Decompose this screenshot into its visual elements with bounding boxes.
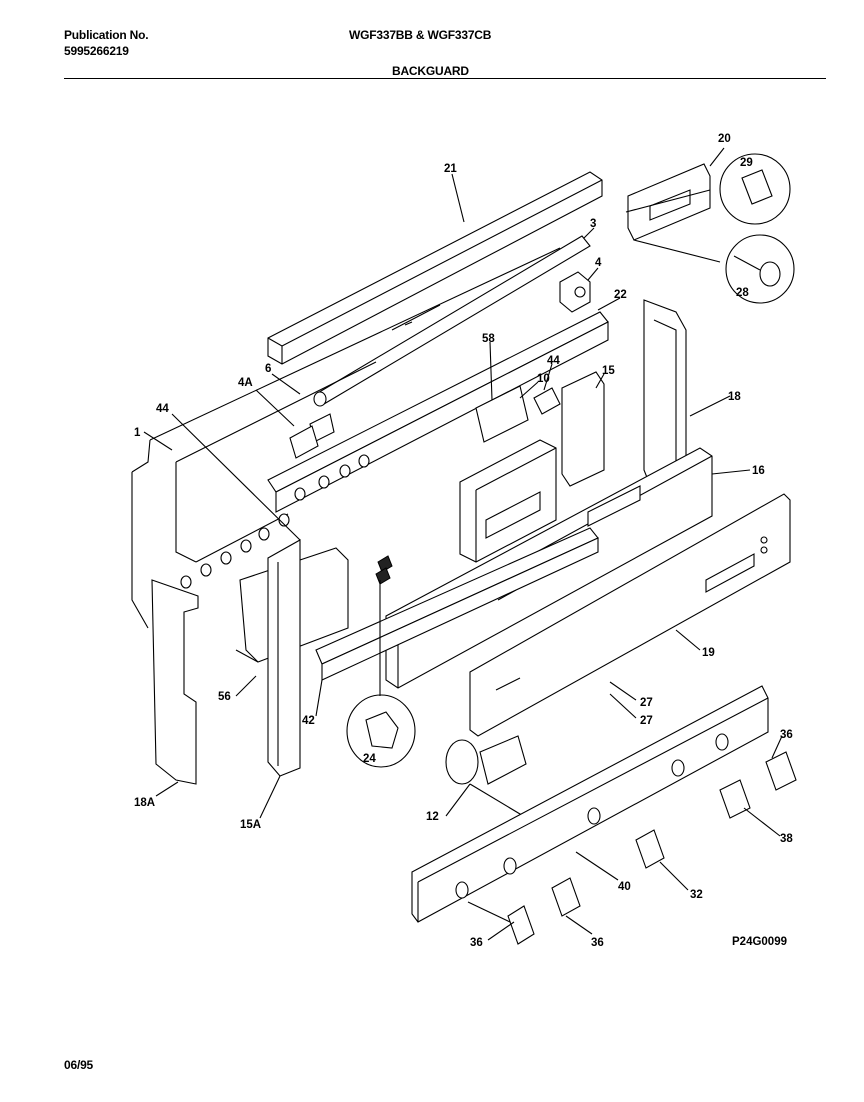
footer-date: 06/95 — [64, 1058, 94, 1072]
header-rule — [64, 78, 826, 79]
drawing-code: P24G0099 — [732, 936, 787, 948]
callout-42: 42 — [302, 715, 315, 727]
callout-32: 32 — [690, 889, 703, 901]
callout-27: 27 — [640, 697, 653, 709]
section-title: BACKGUARD — [392, 64, 469, 78]
knob-detail-28 — [725, 234, 795, 304]
callout-6: 6 — [265, 363, 271, 375]
overlay-19 — [469, 493, 791, 737]
callout-38: 38 — [780, 833, 793, 845]
knob-detail-29 — [719, 153, 791, 225]
callout-3: 3 — [590, 218, 596, 230]
callout-15a: 15A — [240, 819, 261, 831]
callout-27: 27 — [640, 715, 653, 727]
publication-label: Publication No. — [64, 28, 149, 42]
backguard-panel-1 — [131, 247, 561, 629]
top-trim-21 — [267, 171, 603, 365]
callout-24: 24 — [363, 753, 376, 765]
callout-labels: 21 20 29 3 4 28 22 58 44 10 15 6 4A 44 1… — [134, 133, 793, 949]
channel-42 — [315, 527, 599, 681]
callout-12: 12 — [426, 811, 439, 823]
callout-36: 36 — [780, 729, 793, 741]
callout-15: 15 — [602, 365, 615, 377]
lamp-socket-6 — [289, 413, 335, 459]
callout-4a: 4A — [238, 377, 253, 389]
end-cap-18a — [151, 579, 199, 785]
callout-4: 4 — [595, 257, 602, 269]
callout-16: 16 — [752, 465, 765, 477]
lamp-socket-4 — [559, 271, 591, 313]
side-bracket-15 — [533, 371, 605, 487]
publication-number: 5995266219 — [64, 44, 129, 58]
callout-56: 56 — [218, 691, 231, 703]
callout-19: 19 — [702, 647, 715, 659]
callout-20: 20 — [718, 133, 731, 145]
callout-28: 28 — [736, 287, 749, 299]
callout-29: 29 — [740, 157, 753, 169]
callout-36: 36 — [470, 937, 483, 949]
transformer-58 — [459, 385, 557, 563]
callout-21: 21 — [444, 163, 457, 175]
model-numbers: WGF337BB & WGF337CB — [349, 28, 492, 42]
clock-20 — [627, 163, 711, 241]
leader-lines — [143, 147, 783, 941]
side-trim-15a — [267, 539, 301, 777]
callout-58: 58 — [482, 333, 495, 345]
callout-40: 40 — [618, 881, 631, 893]
lamp-bracket-22 — [267, 311, 609, 513]
valve-24 — [346, 555, 416, 768]
callout-22: 22 — [614, 289, 627, 301]
burner-knobs — [507, 751, 797, 945]
manifold-panel-40 — [411, 685, 769, 923]
callout-18a: 18A — [134, 797, 155, 809]
callout-44: 44 — [156, 403, 169, 415]
callout-18: 18 — [728, 391, 741, 403]
thermostat-12 — [445, 735, 531, 821]
callout-36: 36 — [591, 937, 604, 949]
callout-44: 44 — [547, 355, 560, 367]
callout-1: 1 — [134, 427, 141, 439]
callout-10: 10 — [537, 373, 550, 385]
fluorescent-tube-3 — [313, 235, 591, 407]
